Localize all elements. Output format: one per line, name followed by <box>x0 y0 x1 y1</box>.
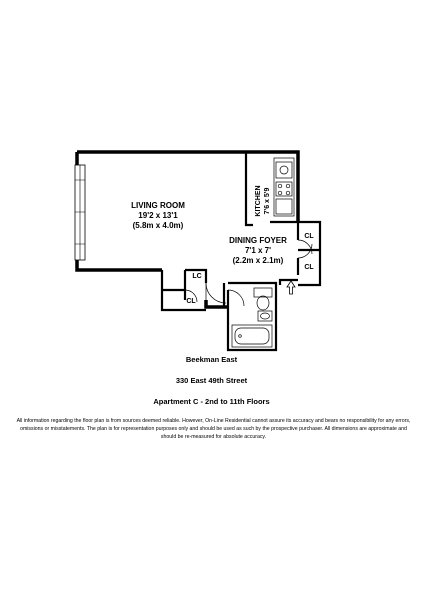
living-room-label: LIVING ROOM 19'2 x 13'1 (5.8m x 4.0m) <box>131 201 185 230</box>
linen-closet-label: LC <box>192 273 201 280</box>
closet-2-label: CL <box>304 264 314 271</box>
dining-foyer-label: DINING FOYER 7'1 x 7' (2.2m x 2.1m) <box>229 236 287 265</box>
living-room-dim-m: (5.8m x 4.0m) <box>133 221 184 230</box>
door-swings <box>184 239 313 307</box>
window-living-room <box>74 164 86 261</box>
dining-foyer-name: DINING FOYER <box>229 236 287 245</box>
closet-3-label: CL <box>186 298 196 305</box>
kitchen-fixtures <box>273 157 295 217</box>
dining-foyer-dim-m: (2.2m x 2.1m) <box>233 256 284 265</box>
apartment-info: Apartment C - 2nd to 11th Floors <box>153 397 270 406</box>
living-room-dim-ft: 19'2 x 13'1 <box>138 211 178 220</box>
closet-1-label: CL <box>304 233 314 240</box>
kitchen-dim: 7'6 x 5'9 <box>264 188 271 215</box>
disclaimer-text: All information regarding the floor plan… <box>16 418 411 440</box>
building-address: 330 East 49th Street <box>175 376 248 385</box>
building-name: Beekman East <box>185 355 238 364</box>
kitchen-label: KITCHEN 7'6 x 5'9 <box>255 185 271 216</box>
bathroom-fixtures <box>231 287 273 348</box>
entry-arrow-icon <box>286 280 296 295</box>
interior-walls <box>160 152 322 352</box>
living-room-name: LIVING ROOM <box>131 201 185 210</box>
dining-foyer-dim-ft: 7'1 x 7' <box>245 246 271 255</box>
kitchen-name: KITCHEN <box>255 185 262 216</box>
